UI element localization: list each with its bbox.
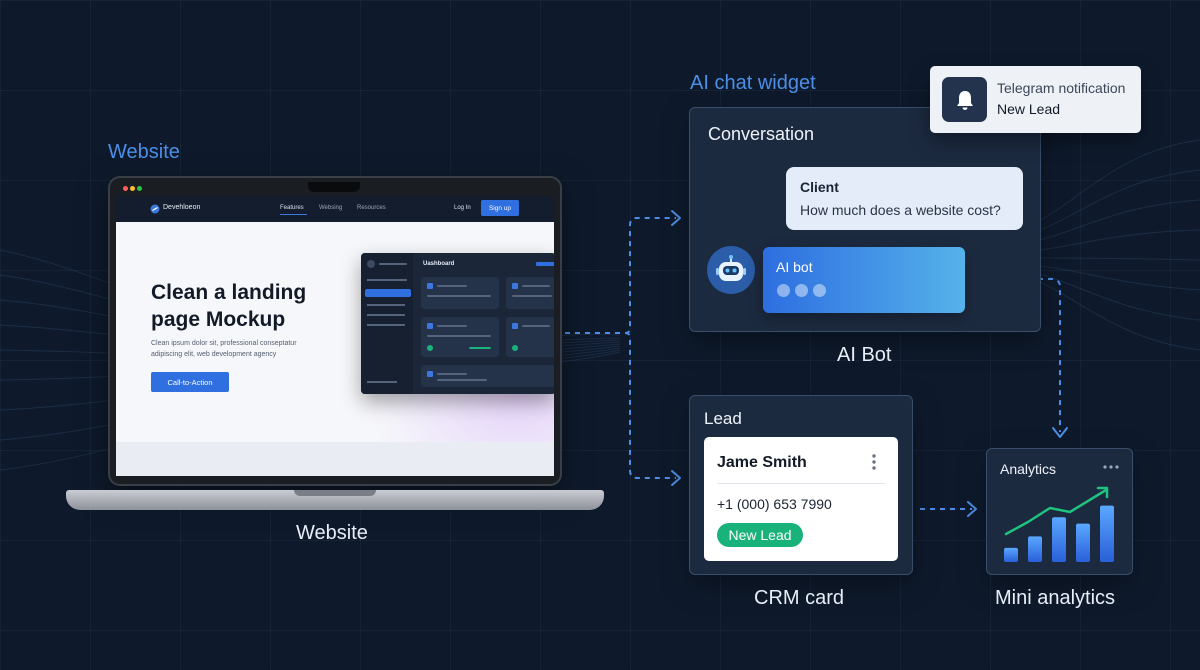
bot-message-bubble: AI bot xyxy=(763,247,965,313)
chat-widget-label: AI chat widget xyxy=(690,72,816,94)
telegram-notification-title: Telegram notification xyxy=(997,80,1126,96)
site-navbar: Devehloeon Features Websing Resources Lo… xyxy=(116,196,554,222)
laptop-camera-notch xyxy=(308,182,360,192)
analytics-bar-4 xyxy=(1076,523,1090,562)
notification-icon-box xyxy=(942,77,987,122)
hero-description-line-1: Clean ipsum dolor sit, professional cons… xyxy=(151,340,297,347)
mini-analytics-caption: Mini analytics xyxy=(995,587,1116,609)
trend-line xyxy=(1004,488,1108,536)
conversation-title: Conversation xyxy=(708,124,815,144)
dashboard-avatar xyxy=(367,260,375,268)
lead-status-badge: New Lead xyxy=(717,523,803,547)
hero-title-line-1: Clean a landing xyxy=(151,281,307,304)
typing-dot-1 xyxy=(777,284,790,297)
typing-dot-3 xyxy=(813,284,826,297)
laptop-base-notch xyxy=(294,490,376,496)
analytics-bar-3 xyxy=(1052,517,1066,562)
site-nav-features[interactable]: Features xyxy=(280,205,304,211)
telegram-notification-message: New Lead xyxy=(997,101,1061,117)
analytics-bar-2 xyxy=(1028,536,1042,562)
analytics-more-icon[interactable] xyxy=(1103,465,1119,469)
hero-title: Clean a landing page Mockup xyxy=(151,279,306,333)
more-options-icon[interactable] xyxy=(870,453,878,471)
laptop-display: Devehloeon Features Websing Resources Lo… xyxy=(116,196,554,476)
site-signup-button[interactable]: Sign up xyxy=(481,200,519,216)
client-message-bubble: Client How much does a website cost? xyxy=(786,167,1023,230)
analytics-bar-5 xyxy=(1100,505,1114,562)
website-caption: Website xyxy=(296,522,368,544)
hero-dashboard-preview: Uashboard xyxy=(361,253,554,394)
bot-avatar xyxy=(707,246,755,294)
lead-card-divider xyxy=(717,483,885,484)
crm-card-caption: CRM card xyxy=(754,587,845,609)
window-maximize-dot xyxy=(137,186,142,191)
lead-name: Jame Smith xyxy=(717,454,807,471)
lead-panel-title: Lead xyxy=(704,409,742,428)
hero-cta-button[interactable]: Call-to-Action xyxy=(151,372,229,392)
crm-lead-card[interactable]: Jame Smith +1 (000) 653 7990 New Lead xyxy=(704,437,898,561)
website-section-label: Website xyxy=(108,141,180,163)
brand-logo-icon xyxy=(150,204,160,214)
dashboard-title: Uashboard xyxy=(423,261,455,267)
ai-bot-caption: AI Bot xyxy=(837,344,892,366)
analytics-title: Analytics xyxy=(1000,461,1057,477)
site-footer-strip xyxy=(116,442,554,476)
bell-icon xyxy=(956,90,973,110)
site-nav-websing[interactable]: Websing xyxy=(319,205,343,211)
laptop-base xyxy=(66,490,604,510)
trend-arrow-icon xyxy=(1096,486,1109,499)
window-close-dot xyxy=(123,186,128,191)
client-message-text: How much does a website cost? xyxy=(800,202,1001,218)
site-login-link[interactable]: Log In xyxy=(454,205,471,211)
dashboard-sidebar xyxy=(361,253,413,394)
analytics-bar-1 xyxy=(1004,547,1018,562)
site-nav-active-underline xyxy=(280,214,307,215)
site-hero: Clean a landing page Mockup Clean ipsum … xyxy=(116,222,554,452)
robot-icon xyxy=(716,255,746,281)
site-nav-resources[interactable]: Resources xyxy=(357,205,386,211)
client-name: Client xyxy=(800,179,839,195)
typing-dot-2 xyxy=(795,284,808,297)
telegram-notification-card[interactable]: Telegram notification New Lead xyxy=(930,66,1141,133)
hero-description: Clean ipsum dolor sit, professional cons… xyxy=(151,338,297,360)
lead-phone: +1 (000) 653 7990 xyxy=(717,496,832,512)
site-brand-name: Devehloeon xyxy=(163,204,201,211)
window-minimize-dot xyxy=(130,186,135,191)
hero-description-line-2: adipiscing elit, web development agency xyxy=(151,351,277,358)
hero-title-line-2: page Mockup xyxy=(151,308,286,331)
analytics-mini-chart xyxy=(1004,486,1114,562)
dashboard-sidebar-active-item xyxy=(365,289,411,297)
bot-name: AI bot xyxy=(776,259,813,275)
